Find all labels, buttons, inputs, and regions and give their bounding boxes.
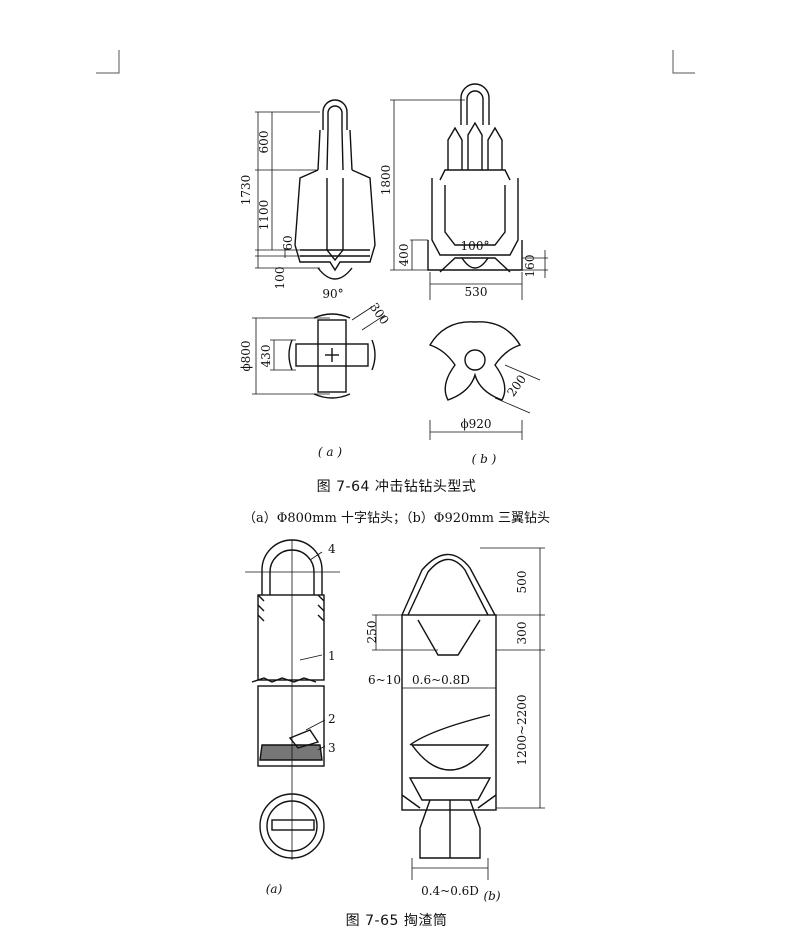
dim-430: 430 bbox=[259, 345, 273, 368]
dim-160: 160 bbox=[523, 255, 537, 278]
dim-100deg: 100° bbox=[461, 239, 490, 253]
callout-4: 4 bbox=[328, 542, 336, 556]
figure-764-caption: 图 7-64 冲击钻钻头型式 bbox=[316, 479, 477, 495]
figure-765-caption: 图 7-65 掏渣筒 bbox=[345, 913, 448, 929]
dim-1730: 1730 bbox=[239, 175, 253, 206]
callout-2: 2 bbox=[328, 712, 336, 726]
fig764-label-b: ( b ) bbox=[472, 452, 497, 466]
dim-0.4-0.6D: 0.4~0.6D bbox=[421, 884, 479, 898]
crop-marks bbox=[96, 50, 695, 74]
dim-1200-2200: 1200~2200 bbox=[515, 694, 529, 765]
dim-200: 200 bbox=[504, 372, 529, 399]
bailer-b-dimension-lines bbox=[372, 547, 545, 880]
dim-500: 500 bbox=[515, 571, 529, 594]
drill-bit-cross-plan-view bbox=[288, 313, 376, 399]
drill-bit-three-wing-plan-view bbox=[428, 321, 522, 401]
dim-1800: 1800 bbox=[379, 165, 393, 196]
dim-0.6-0.8D: 0.6~0.8D bbox=[412, 673, 470, 687]
dim-400: 400 bbox=[397, 244, 411, 267]
dim-phi800: ϕ800 bbox=[239, 340, 253, 371]
dim-300-bailer: 300 bbox=[515, 622, 529, 645]
dim-1100: 1100 bbox=[257, 200, 271, 231]
callout-1: 1 bbox=[328, 649, 336, 663]
bailer-a-leaders bbox=[245, 540, 340, 860]
dim-100: 100 bbox=[273, 267, 287, 290]
dimension-lines-b-plan bbox=[429, 364, 541, 440]
dim-250: 250 bbox=[365, 621, 379, 644]
fig764-label-a: ( a ) bbox=[318, 445, 342, 459]
dim-phi920: ϕ920 bbox=[460, 417, 491, 431]
dim-300: 300 bbox=[367, 300, 392, 327]
bailer-b-drawing bbox=[401, 553, 497, 859]
dimension-lines-a-plan bbox=[252, 304, 386, 395]
figure-764-subcaption: （a）Φ800mm 十字钻头；（b）Φ920mm 三翼钻头 bbox=[242, 511, 551, 526]
dimension-lines-a bbox=[255, 111, 320, 269]
dim-530: 530 bbox=[465, 285, 488, 299]
dimension-lines-b bbox=[390, 99, 548, 300]
drill-bit-three-wing-side-view bbox=[427, 83, 523, 273]
bailer-a-drawing bbox=[251, 539, 325, 859]
dim-60: 60 bbox=[281, 235, 295, 250]
dim-6-10: 6~10 bbox=[368, 673, 401, 687]
callout-3: 3 bbox=[328, 741, 336, 755]
fig765-label-a: (a) bbox=[266, 882, 283, 896]
fig765-label-b: (b) bbox=[483, 889, 500, 903]
drill-bit-cross-side-view bbox=[294, 99, 376, 280]
dim-90deg: 90° bbox=[322, 287, 343, 301]
dim-600: 600 bbox=[257, 131, 271, 154]
